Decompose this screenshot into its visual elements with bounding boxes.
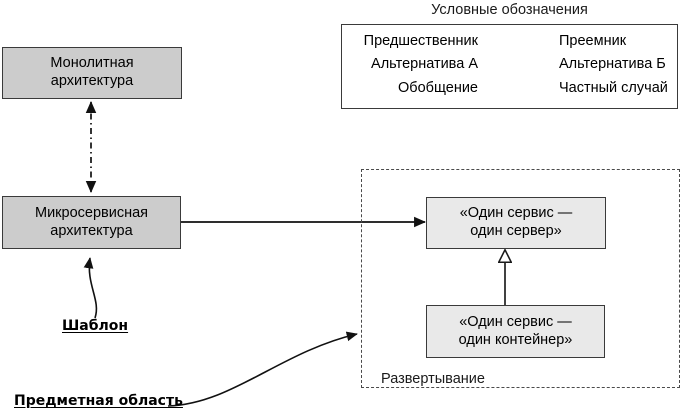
legend-row-2-left-label: Альтернатива А xyxy=(371,56,478,72)
node-microservice-architecture[interactable]: Микросервисная архитектура xyxy=(2,196,181,249)
legend-title: Условные обозначения xyxy=(431,2,588,18)
deployment-container xyxy=(361,169,680,388)
edge-pattern-to-microservice xyxy=(83,257,98,319)
node-one-service-one-server[interactable]: «Один сервис — один сервер» xyxy=(426,197,606,249)
node-monolithic-architecture[interactable]: Монолитная архитектура xyxy=(2,47,182,99)
annotation-subject-area: Предметная область xyxy=(14,393,183,409)
node-one-service-one-container[interactable]: «Один сервис — один контейнер» xyxy=(426,305,605,358)
legend-row-1-right-label: Преемник xyxy=(559,33,627,49)
legend-row-3-left-label: Обобщение xyxy=(398,80,478,96)
legend-row-2-right-label: Альтернатива Б xyxy=(559,56,666,72)
edge-subject-area-to-deployment xyxy=(167,331,358,407)
legend-row-3-right-label: Частный случай xyxy=(559,80,668,96)
annotation-pattern: Шаблон xyxy=(62,318,129,334)
legend-row-1-left-label: Предшественник xyxy=(363,33,478,49)
legend-box xyxy=(341,24,678,109)
deployment-label: Развертывание xyxy=(381,371,485,387)
